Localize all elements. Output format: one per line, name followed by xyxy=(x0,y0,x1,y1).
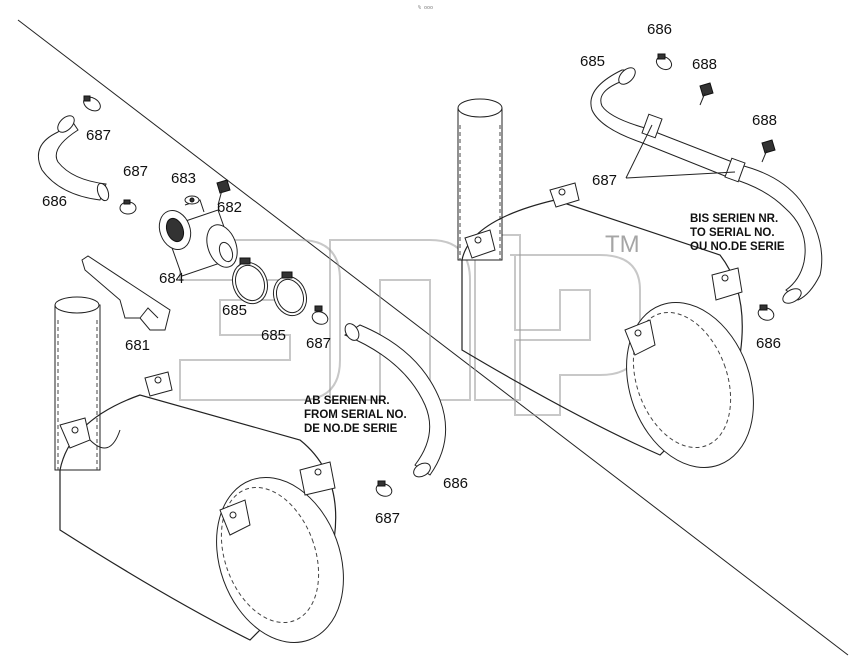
note-from-serial-line-2: FROM SERIAL NO. xyxy=(304,409,407,421)
callout-685-lower: 685 xyxy=(261,327,286,344)
callout-685-right: 685 xyxy=(580,53,605,70)
callout-686-right-bottom: 686 xyxy=(756,335,781,352)
callout-681: 681 xyxy=(125,337,150,354)
note-to-serial: BIS SERIEN NR. TO SERIAL NO. OU NO.DE SE… xyxy=(690,213,785,253)
callout-687-mid: 687 xyxy=(306,335,331,352)
bolt-688-lower xyxy=(761,139,776,163)
note-from-serial-line-3: DE NO.DE SERIE xyxy=(304,423,398,435)
callout-686-bottom: 686 xyxy=(443,475,468,492)
callout-685-upper: 685 xyxy=(222,302,247,319)
leader-lines xyxy=(625,124,736,179)
callout-686-left: 686 xyxy=(42,193,67,210)
band-clamp-685-lower xyxy=(272,271,308,317)
callout-684: 684 xyxy=(159,270,184,287)
bolt-688-upper xyxy=(699,82,714,106)
note-from-serial: AB SERIEN NR. FROM SERIAL NO. DE NO.DE S… xyxy=(304,395,407,435)
mounting-bracket-681 xyxy=(81,255,171,331)
bolt-682 xyxy=(216,179,231,206)
left-muffler xyxy=(54,296,344,643)
band-clamp-685-upper xyxy=(231,257,269,305)
callout-682: 682 xyxy=(217,199,242,216)
callout-688-upper: 688 xyxy=(692,56,717,73)
hose-clamp-687-second xyxy=(119,199,137,215)
note-to-serial-line-3: OU NO.DE SERIE xyxy=(690,241,785,253)
right-exhaust-pipe-686 xyxy=(590,67,823,304)
lower-exhaust-hose-686 xyxy=(343,323,447,478)
hose-clamp-686-right-bottom xyxy=(757,304,775,321)
callout-labels: 681 682 683 684 685 685 686 687 687 687 … xyxy=(42,21,781,527)
callout-687-right: 687 xyxy=(592,172,617,189)
hose-clamp-687-bottom xyxy=(375,480,393,497)
watermark-trademark: TM xyxy=(605,231,640,258)
callout-683: 683 xyxy=(171,170,196,187)
hose-clamp-687-mid xyxy=(311,305,329,325)
upper-exhaust-hose-686 xyxy=(38,115,110,202)
right-muffler xyxy=(457,98,754,468)
spark-arrestor-684 xyxy=(158,199,238,277)
callout-686-right-top: 686 xyxy=(647,21,672,38)
note-from-serial-line-1: AB SERIEN NR. xyxy=(304,395,390,407)
hose-clamp-687-top xyxy=(83,95,101,112)
callout-687-top: 687 xyxy=(86,127,111,144)
callout-687-bottom: 687 xyxy=(375,510,400,527)
hose-clamp-686-right-top xyxy=(655,53,673,71)
header-mark: % ooo xyxy=(418,5,433,11)
callout-688-lower: 688 xyxy=(752,112,777,129)
washer-683 xyxy=(184,195,200,205)
note-to-serial-line-2: TO SERIAL NO. xyxy=(690,227,775,239)
note-to-serial-line-1: BIS SERIEN NR. xyxy=(690,213,778,225)
callout-687-second: 687 xyxy=(123,163,148,180)
section-divider xyxy=(17,19,849,656)
